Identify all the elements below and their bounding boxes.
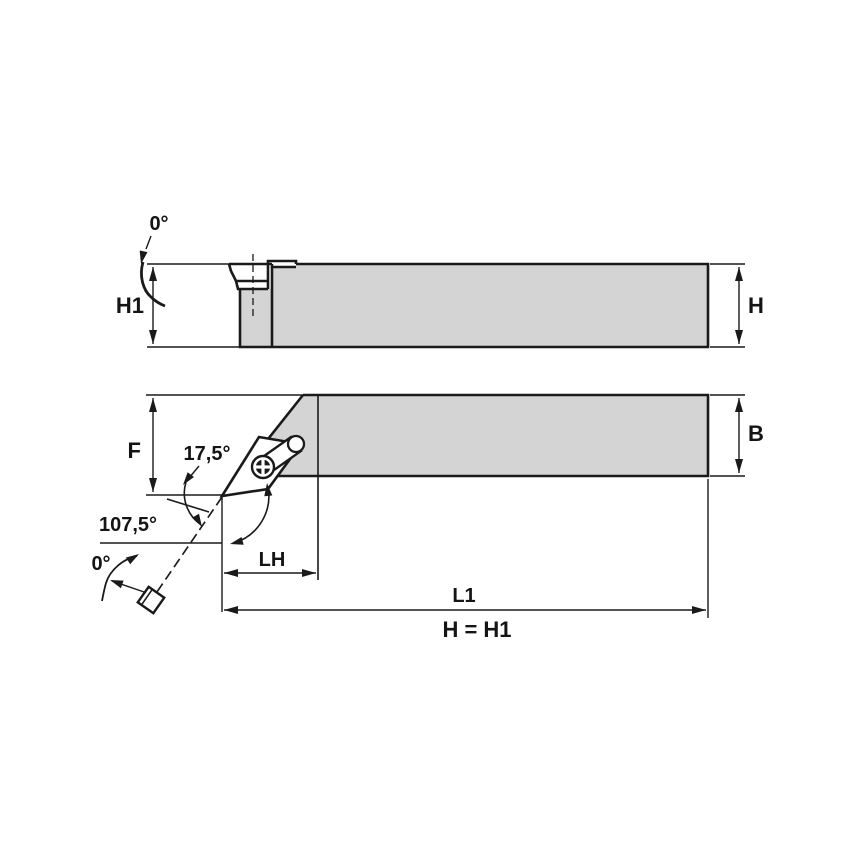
- entry-angle-annotation: [100, 483, 273, 545]
- b-dimension: [710, 394, 745, 477]
- entry-angle-label: 107,5°: [99, 514, 157, 536]
- clamp-pin-icon: [286, 434, 306, 454]
- h-label: H: [748, 293, 764, 318]
- side-view: H1 H 0°: [116, 213, 764, 349]
- shank-body-plan: [236, 395, 708, 476]
- insert-section-icon: [136, 585, 166, 615]
- equivalence-note: H = H1: [442, 617, 511, 642]
- end-cutting-angle-annotation: [166, 465, 210, 527]
- b-label: B: [748, 421, 764, 446]
- shim-side: [234, 280, 268, 291]
- inclination-angle-annotation: [101, 496, 223, 615]
- insert-side: [227, 263, 268, 283]
- lh-dimension: [221, 497, 316, 612]
- rake-angle-annotation: [139, 235, 166, 308]
- h1-dimension: [147, 263, 240, 348]
- rake-angle-label: 0°: [149, 213, 168, 235]
- l1-label: L1: [452, 585, 475, 607]
- l1-dimension: [224, 479, 709, 618]
- shank-body-side: [240, 264, 708, 347]
- lh-label: LH: [259, 549, 286, 571]
- insert-screw-icon: [250, 454, 276, 480]
- f-label: F: [128, 438, 141, 463]
- plan-view: F B 17,5° 107,5°: [91, 393, 764, 642]
- h1-label: H1: [116, 293, 144, 318]
- end-cutting-angle-label: 17,5°: [184, 443, 231, 465]
- shank-outline-side: [227, 259, 710, 349]
- h-dimension: [710, 263, 745, 348]
- inclination-angle-label: 0°: [91, 553, 110, 575]
